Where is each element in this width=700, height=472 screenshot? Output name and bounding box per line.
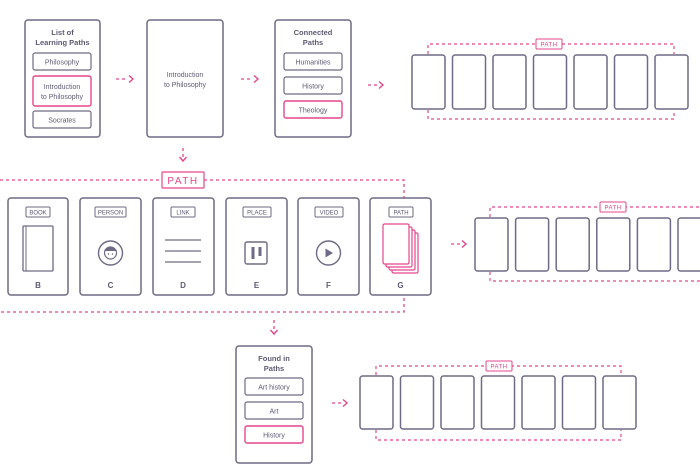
flow-arrow [451, 239, 468, 249]
connected-item-label: Humanities [295, 60, 331, 67]
path-item-label-line2: to Philosophy [41, 94, 84, 101]
detail-card-line2: to Philosophy [164, 82, 207, 89]
path-detail-card[interactable]: Introduction to Philosophy [146, 19, 224, 138]
flow-arrow [116, 74, 135, 84]
path-strip-card[interactable] [677, 217, 700, 272]
content-card-video[interactable]: VIDEO F [297, 197, 360, 296]
path-strip-middle: PATH [474, 201, 700, 282]
path-strip-bottom: PATH [359, 360, 637, 441]
found-in-paths-title-line2: Paths [264, 364, 284, 373]
path-strip-card[interactable] [532, 54, 568, 110]
link-lines-icon [165, 239, 201, 263]
connected-paths-title-line2: Paths [303, 38, 323, 47]
card-letter: B [35, 281, 41, 290]
flow-arrow [368, 80, 385, 90]
content-card-link[interactable]: LINK D [152, 197, 215, 296]
learning-paths-title-line2: Learning Paths [35, 38, 89, 47]
path-strip-card[interactable] [521, 375, 556, 430]
learning-paths-title-line1: List of [51, 28, 74, 37]
path-strip-card[interactable] [411, 54, 446, 110]
connected-item-theology[interactable]: Theology [283, 100, 343, 119]
flow-arrow-down [269, 320, 279, 336]
path-strip-tag: PATH [604, 206, 621, 212]
card-letter: E [254, 281, 260, 290]
detail-card-line1: Introduction [167, 72, 204, 79]
content-card-book[interactable]: BOOK B [7, 197, 69, 296]
path-item-label: Socrates [48, 118, 76, 125]
content-card-path[interactable]: PATH G [369, 197, 432, 296]
connected-item-history[interactable]: History [283, 76, 343, 95]
path-strip-card[interactable] [451, 54, 487, 110]
flow-arrow-down [178, 148, 188, 163]
path-strip-card[interactable] [480, 375, 516, 430]
found-item-art[interactable]: Art [244, 401, 304, 420]
path-strip-card[interactable] [596, 217, 631, 272]
main-path-tag: PATH [167, 176, 198, 187]
found-item-label: Art history [258, 385, 290, 392]
path-strip-tag: PATH [490, 365, 507, 371]
learning-paths-panel: List of Learning Paths Philosophy Introd… [24, 19, 101, 138]
path-strip-card[interactable] [440, 375, 475, 430]
card-tag: PATH [393, 211, 408, 217]
card-letter: G [397, 281, 403, 290]
card-tag: VIDEO [320, 211, 339, 217]
found-in-paths-title-line1: Found in [258, 354, 290, 363]
flow-arrow [241, 74, 260, 84]
path-strip-card[interactable] [492, 54, 527, 110]
connected-item-label: Theology [299, 108, 328, 115]
connected-paths-panel: Connected Paths Humanities History Theol… [274, 19, 352, 138]
play-icon [315, 240, 342, 266]
path-strip-card[interactable] [561, 375, 597, 430]
path-item-socrates[interactable]: Socrates [32, 110, 92, 129]
card-tag: BOOK [29, 211, 46, 217]
path-strip-card[interactable] [474, 217, 509, 272]
path-strip-card[interactable] [654, 54, 689, 110]
person-icon [97, 240, 124, 266]
connected-item-label: History [302, 84, 324, 91]
found-in-paths-panel: Found in Paths Art history Art History [235, 345, 313, 464]
content-card-place[interactable]: PLACE E [225, 197, 288, 296]
card-tag: LINK [176, 211, 189, 217]
card-tag: PLACE [247, 211, 267, 217]
place-icon [244, 241, 268, 265]
found-item-history[interactable]: History [244, 425, 304, 444]
book-icon [22, 225, 54, 272]
card-letter: C [108, 281, 114, 290]
path-strip-tag: PATH [540, 43, 557, 49]
card-tag: PERSON [98, 211, 123, 217]
path-strip-card[interactable] [514, 217, 550, 272]
connected-paths-title-line1: Connected [294, 28, 333, 37]
card-letter: F [326, 281, 331, 290]
path-item-philosophy[interactable]: Philosophy [32, 52, 92, 71]
found-item-art-history[interactable]: Art history [244, 377, 304, 396]
path-strip-card[interactable] [359, 375, 394, 430]
path-item-label-line1: Introduction [44, 84, 81, 91]
path-strip-card[interactable] [555, 217, 590, 272]
found-item-label: History [263, 433, 285, 440]
content-card-person[interactable]: PERSON C [79, 197, 142, 296]
found-item-label: Art [270, 409, 279, 416]
path-strip-card[interactable] [602, 375, 637, 430]
path-strip-card[interactable] [613, 54, 649, 110]
path-item-label: Philosophy [45, 60, 80, 67]
path-strip-card[interactable] [399, 375, 435, 430]
path-strip-card[interactable] [573, 54, 608, 110]
connected-item-humanities[interactable]: Humanities [283, 52, 343, 71]
path-item-introduction-to-philosophy[interactable]: Introduction to Philosophy [32, 75, 92, 107]
path-strip-top: PATH [411, 38, 689, 120]
stacked-cards-icon [382, 223, 419, 274]
path-strip-card[interactable] [636, 217, 672, 272]
card-letter: D [180, 281, 186, 290]
flow-arrow [332, 398, 349, 408]
